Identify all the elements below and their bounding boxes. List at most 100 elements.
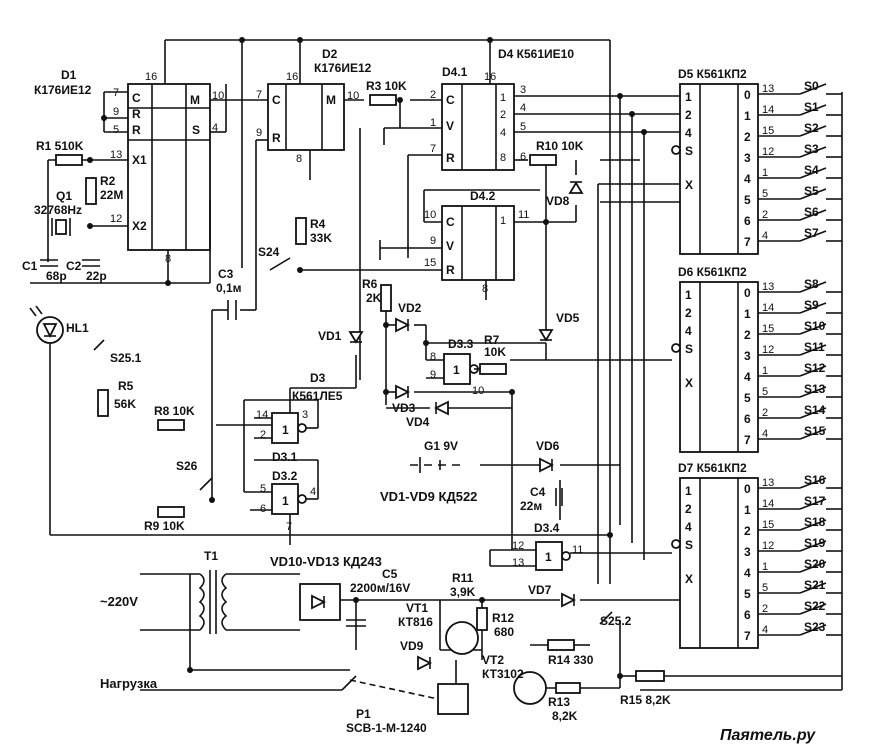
vt2-label: VT2 [482,653,504,667]
vd5-label: VD5 [556,311,580,325]
gate-d3-3: 1 8 9 10 D3.3 [430,337,484,397]
switch-label: S14 [804,403,826,417]
switches-misc [93,257,613,625]
svg-text:5: 5 [260,483,266,495]
svg-text:R: R [132,107,141,121]
mux-out-label: 1 [744,307,751,321]
mux-pin-number: 15 [762,323,774,335]
mux-out-label: 7 [744,433,751,447]
r4-label: R4 [310,217,326,231]
r1-label: R1 510K [36,139,84,153]
r6-label: R6 [362,277,378,291]
vt2-value: КТ3102 [482,667,524,681]
resistors [55,94,665,694]
d2-type: К176ИЕ12 [314,61,372,75]
svg-text:8: 8 [482,283,488,295]
d3-1-label: D3.1 [272,450,298,464]
switch-contact [799,104,827,116]
svg-text:10: 10 [472,385,484,397]
mux-pin-number: 14 [762,104,774,116]
svg-text:14: 14 [256,409,268,421]
mux-out-label: 7 [744,235,751,249]
mux-pin-label: 2 [685,502,692,516]
led-hl1 [29,305,64,344]
r15-label: R15 8,2K [620,693,671,707]
battery-g1 [410,457,460,473]
chip-d4-2: C V R 1 10 9 15 11 8 D4.2 [424,189,529,295]
mux-pin-number: 4 [762,230,768,242]
svg-text:X2: X2 [132,219,147,233]
mux-out-label: 0 [744,286,751,300]
switch-label: S21 [804,578,826,592]
s24-label: S24 [258,245,280,259]
svg-text:4: 4 [500,127,506,139]
svg-text:11: 11 [572,544,583,556]
c2-value: 22p [86,269,107,283]
mux-pin-number: 13 [762,281,774,293]
component-labels: R1 510K R2 22M Q1 32768Hz C1 68p C2 22p … [22,79,671,735]
svg-text:5: 5 [113,124,119,136]
g1-label: G1 9V [424,439,458,453]
mux-pin-number: 13 [762,477,774,489]
c5-value: 2200м/16V [350,581,410,595]
switch-label: S3 [804,142,819,156]
r13-value: 8,2K [552,709,578,723]
watermark: Паятель.ру [720,727,816,744]
r7-value: 10K [484,345,506,359]
vt1-label: VT1 [406,601,428,615]
mux-out-label: 6 [744,214,751,228]
svg-text:1: 1 [545,550,552,564]
mux-pin-label: 4 [685,520,692,534]
switch-label: S18 [804,515,826,529]
mux-pin-label: 4 [685,126,692,140]
svg-text:12: 12 [512,540,524,552]
mux-out-label: 6 [744,412,751,426]
switch-contact [799,188,827,200]
switch-contact [799,146,827,158]
svg-text:C: C [132,91,141,105]
transformer-t1 [198,570,228,634]
switch-label: S8 [804,277,819,291]
mux-pin-label: 2 [685,108,692,122]
vd3-label: VD3 [392,401,416,415]
mux-pin-label: 2 [685,306,692,320]
load-label: Нагрузка [100,676,158,691]
mux-pin-number: 4 [762,428,768,440]
r11-label: R11 [452,571,474,585]
svg-text:7: 7 [113,87,119,99]
d3-4-label: D3.4 [534,521,560,535]
svg-text:15: 15 [424,257,436,269]
svg-text:V: V [446,119,454,133]
svg-text:10: 10 [424,209,436,221]
mux-pin-number: 13 [762,83,774,95]
svg-text:5: 5 [520,121,526,133]
r6-value: 2K [366,291,382,305]
r5-value: 56K [114,397,136,411]
mux-pin-number: 2 [762,407,768,419]
switch-contact [799,365,827,377]
diodes-note-1: VD1-VD9 КД522 [380,489,477,504]
svg-text:S: S [192,123,200,137]
svg-text:1: 1 [453,363,460,377]
svg-text:M: M [326,93,336,107]
svg-text:10: 10 [212,90,224,102]
mux-pin-number: 4 [762,624,768,636]
svg-text:8: 8 [430,351,436,363]
switch-label: S4 [804,163,819,177]
switch-label: S9 [804,298,819,312]
r12-value: 680 [494,625,514,639]
mux-out-label: 2 [744,130,751,144]
d3-3-label: D3.3 [448,337,474,351]
c1-label: C1 [22,259,38,273]
switch-label: S16 [804,473,826,487]
mux-out-label: 2 [744,328,751,342]
mux-pin-label: 1 [685,90,692,104]
svg-text:8: 8 [296,153,302,165]
mux-pin-label: S [685,144,693,158]
mux-pin-number: 14 [762,498,774,510]
switch-contact [799,519,827,531]
switch-contact [799,407,827,419]
mux-pin-number: 12 [762,344,774,356]
